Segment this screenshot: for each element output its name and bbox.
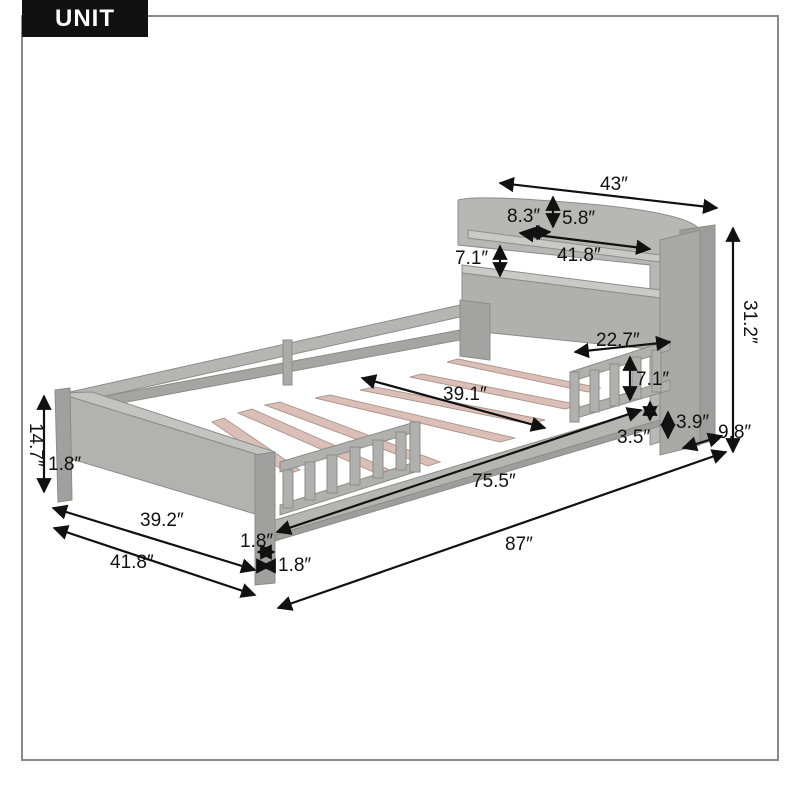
image-border [21,15,779,761]
dim-post-width-bottom: 1.8″ [240,531,273,552]
dim-total-length: 87″ [505,534,533,555]
unit-label: UNIT INCH [22,0,148,37]
dim-shelf-depth: 8.3″ [507,206,540,227]
dim-post-thickness-top: 1.8″ [48,454,81,475]
dim-inner-length: 75.5″ [472,471,516,492]
dim-shelf-height: 7.1″ [455,248,488,269]
dim-headboard-depth: 9.8″ [718,422,751,443]
dim-slat-length: 39.1″ [443,384,487,405]
dimension-lines [36,176,741,611]
dim-total-height: 31.2″ [739,300,760,344]
dim-footboard-height: 14.7″ [25,423,46,467]
footboard-left-post [54,387,73,503]
dim-headboard-width: 43″ [600,174,628,195]
dim-shelf-width: 41.8″ [557,245,601,266]
dim-post-depth-bottom: 1.8″ [278,555,311,576]
dim-guard-rail-length: 22.7″ [596,330,640,351]
dim-clearance: 3.9″ [676,412,709,433]
dim-guard-rail-height: 7.1″ [636,369,669,390]
dim-shelf-top-height: 5.8″ [562,208,595,229]
dim-inner-width: 39.2″ [140,510,184,531]
dim-rail-height: 3.5″ [617,427,650,448]
dim-outer-width: 41.8″ [110,552,154,573]
